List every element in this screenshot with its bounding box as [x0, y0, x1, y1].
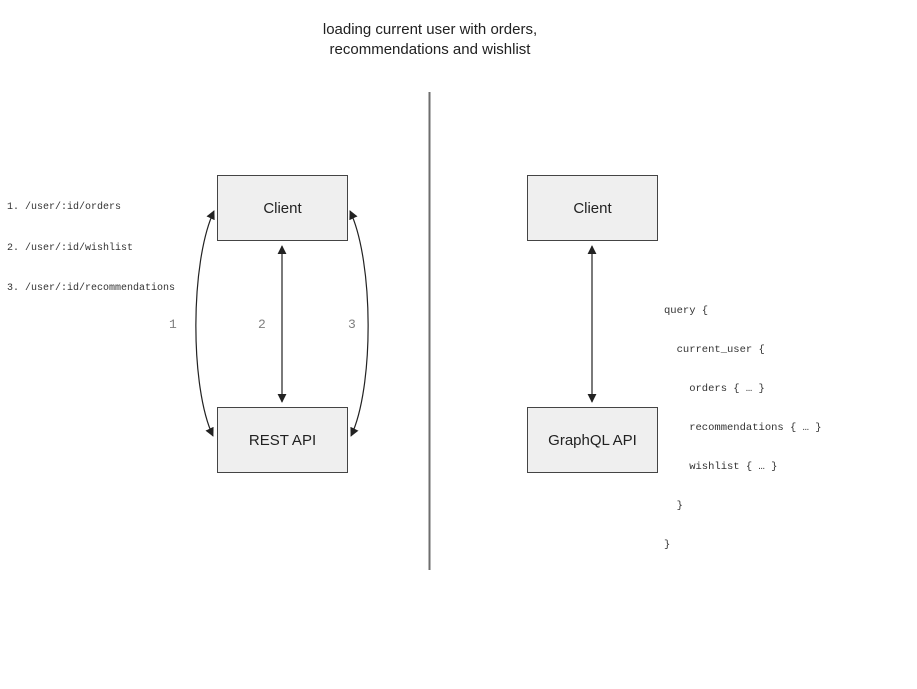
query-line: orders { … } — [664, 383, 765, 395]
query-line: } — [664, 539, 671, 551]
rest-arrow-1-curve — [195, 210, 215, 437]
rest-endpoint-list: 1. /user/:id/orders 2. /user/:id/wishlis… — [7, 174, 175, 323]
client-box-graphql-label: Client — [573, 199, 612, 217]
diagram-title: loading current user with orders, recomm… — [322, 21, 538, 58]
arrow-label-2: 2 — [258, 317, 266, 332]
graphql-api-box-label: GraphQL API — [548, 431, 637, 449]
graphql-query-snippet: query { current_user { orders { … } reco… — [664, 279, 822, 578]
query-line: recommendations { … } — [664, 422, 822, 434]
query-line: current_user { — [664, 344, 765, 356]
query-line: } — [664, 500, 683, 512]
query-line: query { — [664, 305, 709, 317]
rest-endpoint-wishlist: 2. /user/:id/wishlist — [7, 242, 134, 254]
graphql-api-box: GraphQL API — [527, 407, 658, 473]
client-box-graphql: Client — [527, 175, 658, 241]
arrow-label-3: 3 — [348, 317, 356, 332]
rest-api-box-label: REST API — [248, 431, 317, 449]
client-box-rest-label: Client — [263, 199, 302, 217]
rest-endpoint-recommendations: 3. /user/:id/recommendations — [7, 283, 176, 294]
rest-endpoint-orders: 1. /user/:id/orders — [7, 202, 122, 213]
client-box-rest: Client — [217, 175, 348, 241]
arrow-label-1: 1 — [169, 317, 177, 332]
query-line: wishlist { … } — [664, 461, 778, 473]
rest-api-box: REST API — [217, 407, 348, 473]
